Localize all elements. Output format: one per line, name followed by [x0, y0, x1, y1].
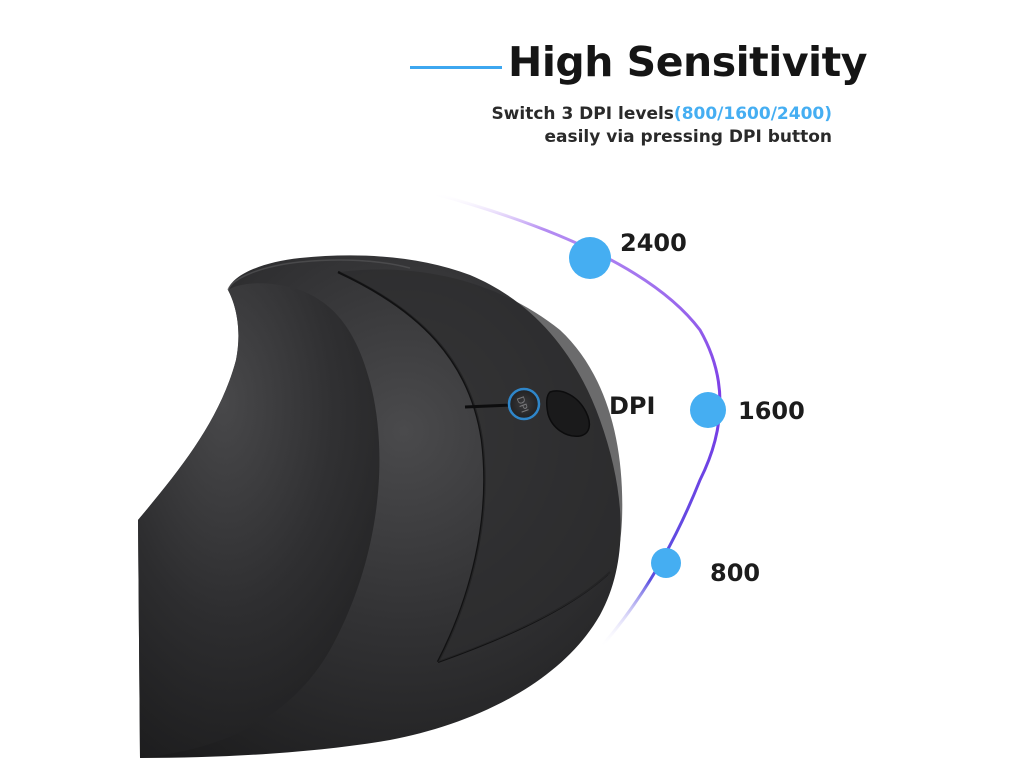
dpi-level-label-2400: 2400 — [620, 229, 687, 257]
scroll-wheel-icon — [545, 390, 591, 437]
dpi-button-icon: DPI — [507, 387, 541, 421]
title-accent-line — [410, 66, 502, 69]
mouse-side-shell — [138, 283, 380, 758]
description-line-2: easily via pressing DPI button — [544, 127, 832, 147]
description-text: Switch 3 DPI levels — [491, 104, 674, 124]
mouse-side-slit — [464, 403, 513, 409]
page-title: High Sensitivity — [508, 38, 867, 86]
feature-description: Switch 3 DPI levels(800/1600/2400) easil… — [491, 103, 832, 149]
dpi-marker-1600 — [690, 392, 726, 428]
mouse-right-button — [340, 269, 623, 662]
dpi-levels-highlight: (800/1600/2400) — [673, 104, 832, 124]
dpi-button-glyph: DPI — [514, 395, 530, 414]
mouse-top-highlight — [227, 259, 411, 291]
dpi-marker-2400 — [569, 237, 611, 279]
dpi-button-label: DPI — [609, 392, 656, 420]
description-line-1: Switch 3 DPI levels(800/1600/2400) — [491, 103, 832, 126]
dpi-level-label-1600: 1600 — [738, 397, 805, 425]
dpi-level-label-800: 800 — [710, 559, 761, 587]
dpi-marker-800 — [651, 548, 681, 578]
